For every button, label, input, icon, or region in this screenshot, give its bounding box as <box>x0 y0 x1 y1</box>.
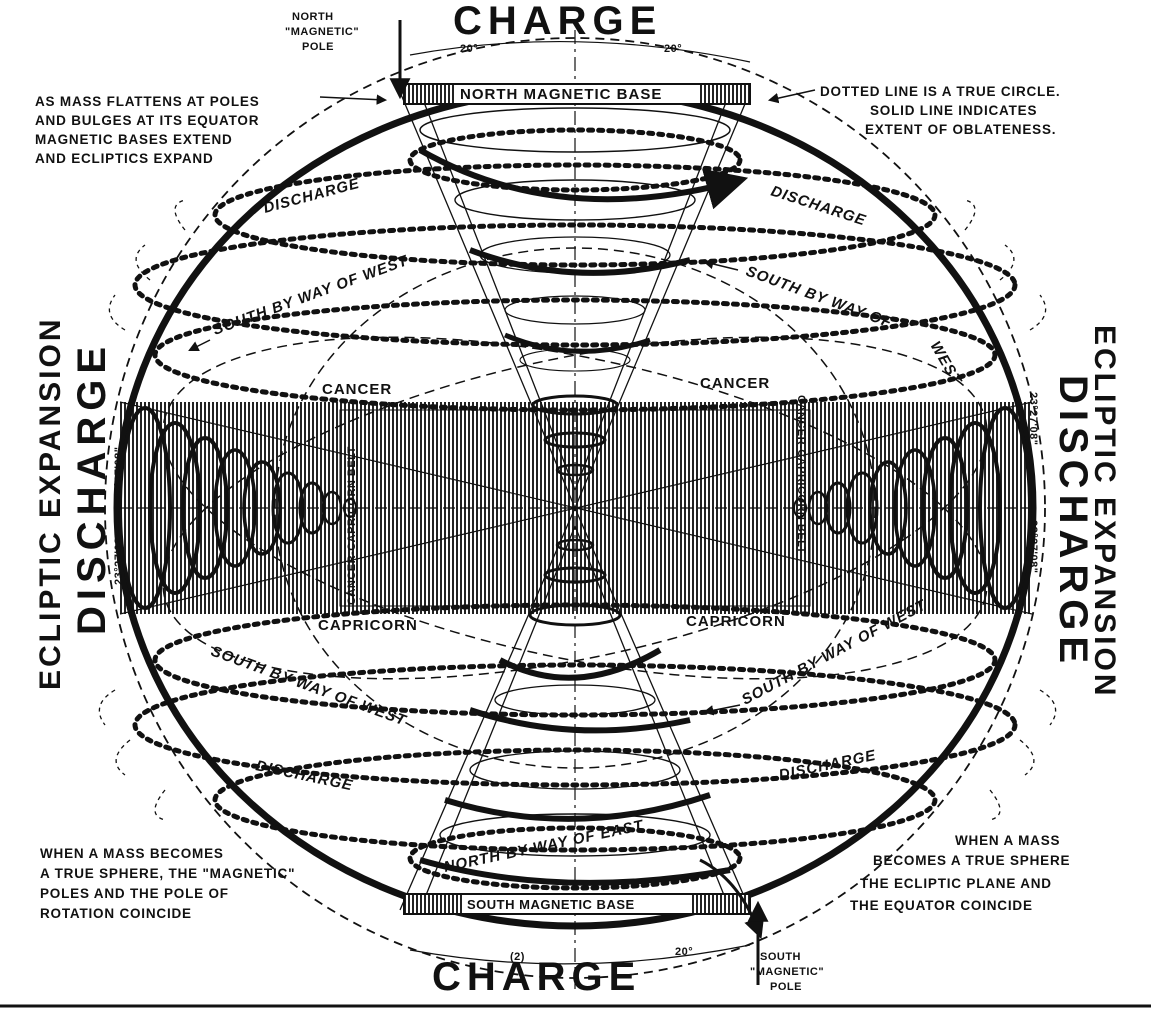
note-bottom-left-line: WHEN A MASS BECOMES <box>40 846 224 861</box>
cancer-right: CANCER <box>700 375 770 392</box>
angle-top-right: 20° <box>664 43 682 55</box>
angle-bottom-left: (2) <box>510 951 525 963</box>
angle-bottom-right: 20° <box>675 946 693 958</box>
capricorn-left: CAPRICORN <box>318 617 418 634</box>
south-pole-line1: SOUTH <box>760 951 801 963</box>
leader-top-right <box>770 90 815 100</box>
cancer-left: CANCER <box>322 381 392 398</box>
note-top-right: DOTTED LINE IS A TRUE CIRCLE. SOLID LINE… <box>820 84 1060 137</box>
north-pole-line1: NORTH <box>292 11 334 23</box>
degree-right-upper: 23°27'08" <box>1027 392 1039 445</box>
south-base-label: SOUTH MAGNETIC BASE <box>467 897 635 912</box>
discharge-left-big: DISCHARGE <box>70 341 114 635</box>
note-bottom-left-line: ROTATION COINCIDE <box>40 906 192 921</box>
south-west-upper-left: SOUTH BY WAY OF WEST <box>211 252 412 339</box>
belt-label-right: CANCER-CAPRICORN BELT <box>795 395 807 554</box>
note-bottom-right-line: BECOMES A TRUE SPHERE <box>873 853 1070 868</box>
note-bottom-right-line: THE EQUATOR COINCIDE <box>850 898 1033 913</box>
south-pole-line2: "MAGNETIC" <box>750 966 824 978</box>
note-top-right-line: SOLID LINE INDICATES <box>870 103 1037 118</box>
leader-sw-upper-left <box>190 340 210 350</box>
charge-bottom-label: CHARGE <box>432 955 641 999</box>
angle-top-left: 20° <box>460 43 478 55</box>
charge-top-label: CHARGE <box>453 0 662 43</box>
degree-left-lower: 23°27'08" <box>113 532 125 585</box>
north-pole-line2: "MAGNETIC" <box>285 26 359 38</box>
note-bottom-left-line: A TRUE SPHERE, THE "MAGNETIC" <box>40 866 295 881</box>
ecliptic-expansion-left: ECLIPTIC EXPANSION <box>34 317 67 690</box>
leader-top-left <box>320 97 385 100</box>
north-pole-line3: POLE <box>302 41 334 53</box>
leader-sw-upper-right <box>705 262 738 270</box>
note-top-right-line: DOTTED LINE IS A TRUE CIRCLE. <box>820 84 1060 99</box>
belt-label-left: CANCER-CAPRICORN BELT <box>346 446 358 605</box>
discharge-upper-right: DISCHARGE <box>769 183 868 230</box>
note-bottom-right-line: WHEN A MASS <box>955 833 1060 848</box>
note-bottom-right-line: THE ECLIPTIC PLANE AND <box>860 876 1052 891</box>
note-top-left-line: AND ECLIPTICS EXPAND <box>35 151 214 166</box>
note-bottom-right: WHEN A MASS BECOMES A TRUE SPHERE THE EC… <box>850 833 1070 913</box>
capricorn-right: CAPRICORN <box>686 613 786 630</box>
note-top-left-line: MAGNETIC BASES EXTEND <box>35 132 233 147</box>
note-top-left-line: AND BULGES AT ITS EQUATOR <box>35 113 259 128</box>
discharge-right-big: DISCHARGE <box>1051 375 1095 669</box>
note-top-left: AS MASS FLATTENS AT POLES AND BULGES AT … <box>35 94 260 166</box>
south-pole-line3: POLE <box>770 981 802 993</box>
north-base-label: NORTH MAGNETIC BASE <box>460 86 662 103</box>
note-bottom-left: WHEN A MASS BECOMES A TRUE SPHERE, THE "… <box>40 846 295 921</box>
discharge-lower-right: DISCHARGE <box>777 747 877 784</box>
degree-left-upper: 23°27'08" <box>113 447 125 500</box>
south-west-upper-right-1: SOUTH BY WAY OF <box>744 263 895 332</box>
note-bottom-left-line: POLES AND THE POLE OF <box>40 886 229 901</box>
degree-right-lower: 23°27'08" <box>1027 520 1039 573</box>
note-top-right-line: EXTENT OF OBLATENESS. <box>865 122 1056 137</box>
note-top-left-line: AS MASS FLATTENS AT POLES <box>35 94 260 109</box>
